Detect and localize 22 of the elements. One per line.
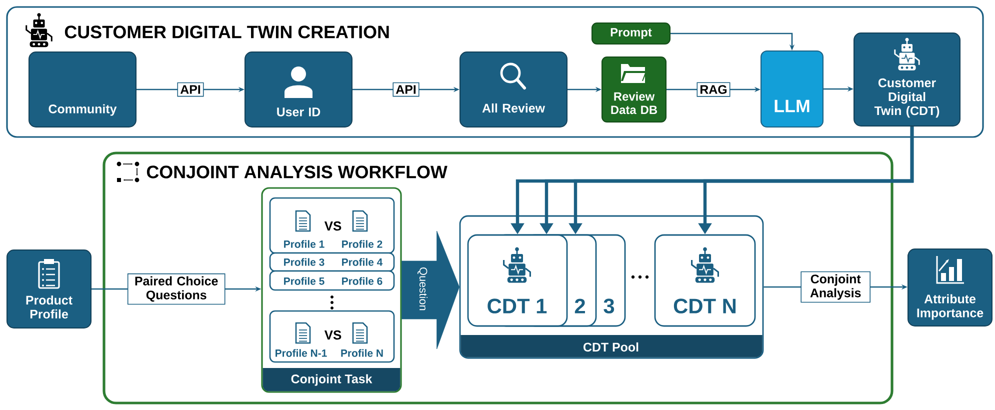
edge-label: API bbox=[177, 82, 204, 97]
process-box: User ID bbox=[244, 52, 352, 128]
agent-card: CDT N bbox=[654, 234, 756, 327]
process-box: Customer Digital Twin (CDT) bbox=[854, 32, 960, 126]
profile-pair-card: Profile 5 Profile 6 bbox=[269, 270, 395, 291]
edge-label: Conjoint Analysis bbox=[800, 271, 870, 303]
block-arrow bbox=[402, 230, 460, 350]
edge-label: API bbox=[392, 82, 420, 97]
process-box: Attribute Importance bbox=[908, 248, 992, 326]
prompt-box: Prompt bbox=[592, 22, 670, 44]
agent-card: CDT 1 bbox=[467, 234, 568, 327]
profile-pair-card: Profile 3 Profile 4 bbox=[269, 252, 395, 272]
edge-label: Paired Choice Questions bbox=[127, 273, 226, 305]
process-box: LLM bbox=[760, 50, 824, 128]
profile-pair-card: VS Profile N-1 Profile N bbox=[269, 310, 395, 363]
process-box: All Review bbox=[460, 52, 568, 128]
edge-label: Question bbox=[418, 268, 428, 310]
process-box: Community bbox=[28, 52, 136, 128]
edge-label: RAG bbox=[696, 82, 730, 97]
profile-pair-card: VS Profile 1 Profile 2 bbox=[269, 197, 395, 254]
process-box: Product Profile bbox=[6, 250, 92, 328]
database-box: Review Data DB bbox=[602, 56, 666, 122]
